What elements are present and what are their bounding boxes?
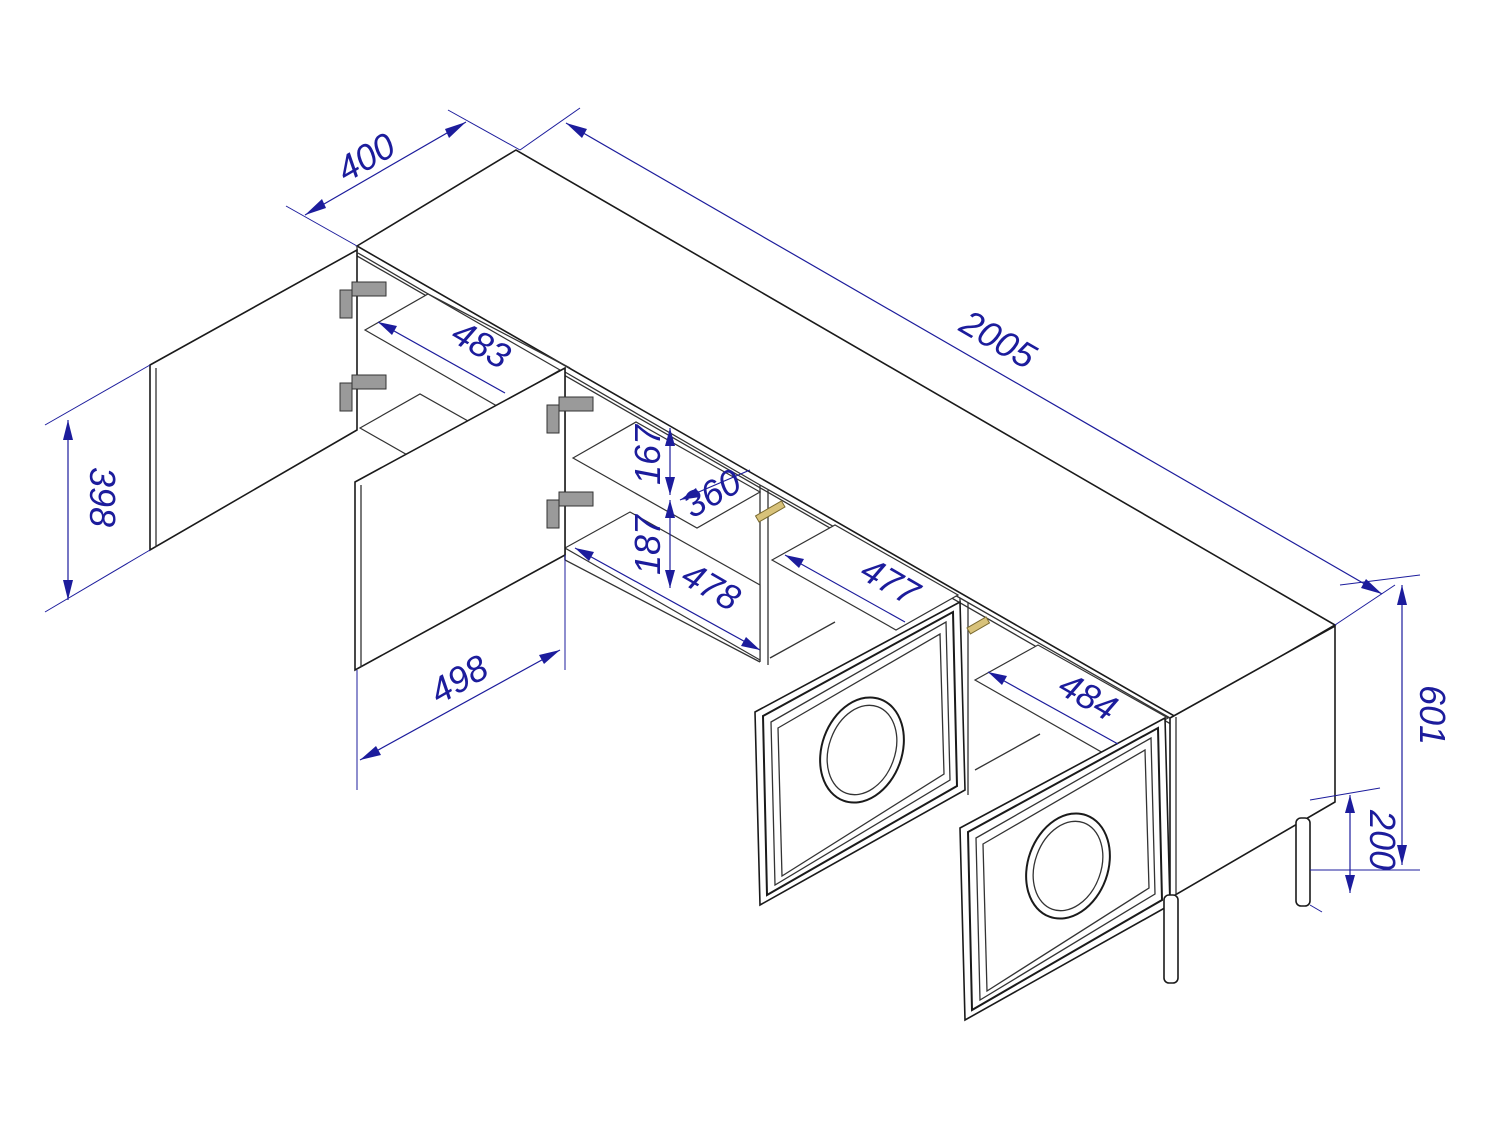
hinge-icon xyxy=(339,281,594,529)
dim-total-height-label: 601 xyxy=(1412,685,1453,745)
dim-lower-compartment-label: 187 xyxy=(627,513,668,575)
dim-depth-label: 400 xyxy=(329,124,402,190)
shelf-right-center xyxy=(770,524,960,631)
legs xyxy=(1163,817,1311,984)
dimension-lines xyxy=(44,107,1421,913)
front-door-2[interactable] xyxy=(959,716,1171,1022)
dim-door-height-label: 398 xyxy=(82,467,123,527)
dim-width-label: 2005 xyxy=(952,301,1044,378)
handle-icon xyxy=(754,500,786,523)
front-door-1[interactable] xyxy=(754,600,966,907)
right-end-panel xyxy=(1169,624,1336,900)
left-door-1[interactable] xyxy=(149,248,358,552)
handle-icon xyxy=(966,616,991,635)
dim-upper-compartment-label: 167 xyxy=(627,423,668,485)
shelf-right xyxy=(973,644,1170,755)
shelf-center-upper xyxy=(571,421,762,529)
dim-door-width-label: 498 xyxy=(422,646,495,712)
dim-leg-height-label: 200 xyxy=(1362,809,1403,870)
